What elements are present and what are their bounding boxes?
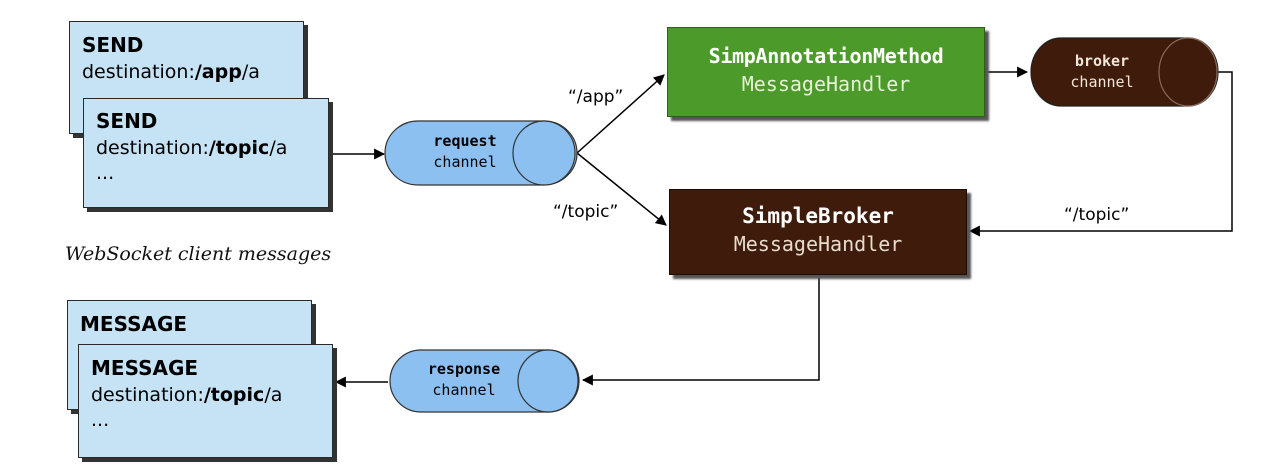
arrow-simplebroker-to-response	[581, 275, 820, 386]
simple-broker-handler-box: SimpleBroker MessageHandler	[669, 189, 967, 275]
message-command-label: MESSAGE	[80, 312, 188, 336]
simp-annotation-title: SimpAnnotationMethod	[708, 44, 944, 68]
message-card-front: MESSAGE destination:/topic/a ...	[78, 344, 333, 458]
label-topic-route-left: “/topic”	[553, 202, 619, 222]
send-destination-line: destination:/app/a	[82, 61, 260, 83]
send-ellipsis: ...	[96, 162, 115, 184]
label-app-route: “/app”	[568, 87, 624, 107]
message-destination-line: destination:/topic/a	[91, 384, 283, 406]
simp-annotation-subtitle: MessageHandler	[741, 72, 911, 96]
send-command-label: SEND	[96, 109, 158, 133]
label-topic-route-right: “/topic”	[1064, 205, 1130, 225]
broker-channel-label: broker channel	[1070, 52, 1134, 91]
request-channel-cylinder	[384, 120, 578, 186]
request-channel-label: request channel	[433, 132, 497, 171]
broker-channel-cylinder	[1030, 37, 1219, 107]
response-channel-cylinder	[389, 349, 580, 413]
simple-broker-title: SimpleBroker	[742, 204, 894, 228]
message-command-label: MESSAGE	[91, 356, 199, 380]
arrow-request-to-annotation	[576, 74, 665, 154]
arrow-broker-to-simplebroker	[968, 71, 1233, 237]
arrow-request-to-simplebroker	[576, 152, 667, 226]
send-destination-line: destination:/topic/a	[96, 137, 288, 159]
send-command-label: SEND	[82, 33, 144, 57]
send-message-card-front: SEND destination:/topic/a ...	[83, 98, 329, 208]
simp-annotation-handler-box: SimpAnnotationMethod MessageHandler	[667, 27, 985, 117]
response-channel-label: response channel	[427, 360, 501, 399]
message-ellipsis: ...	[91, 409, 110, 431]
simple-broker-subtitle: MessageHandler	[733, 232, 903, 256]
websocket-caption: WebSocket client messages	[65, 243, 332, 265]
